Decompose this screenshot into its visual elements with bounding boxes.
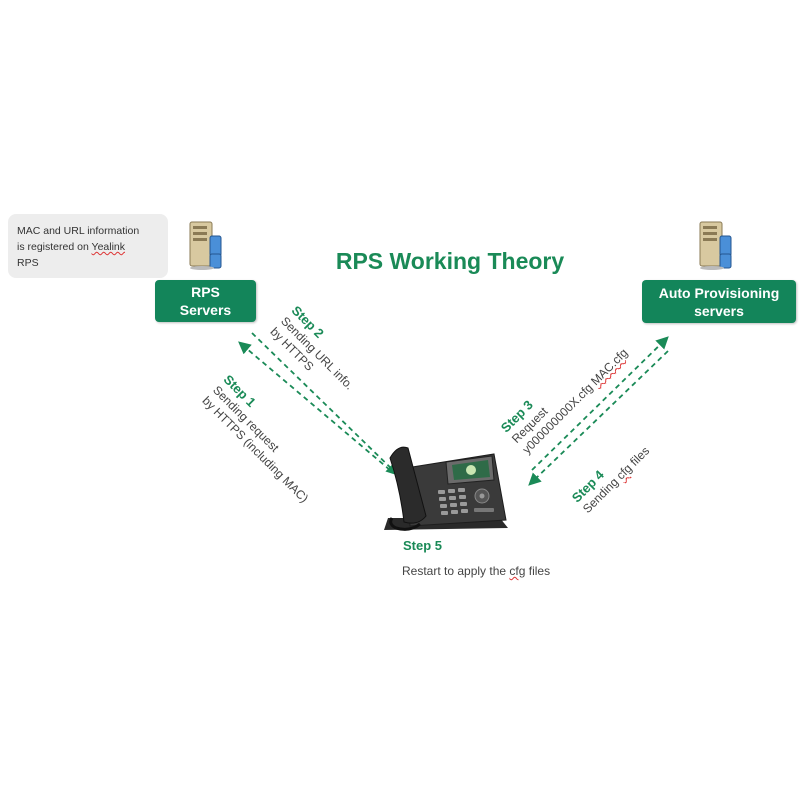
server-icon — [699, 221, 732, 270]
note-line-1: MAC and URL information — [17, 225, 140, 237]
ip-phone-icon — [384, 446, 508, 531]
arrow-step-3 — [531, 336, 669, 471]
arrow-step-2 — [251, 332, 399, 476]
arrow-step-4 — [528, 350, 669, 486]
registration-note: MAC and URL information is registered on… — [8, 214, 168, 278]
diagram-title: RPS Working Theory — [335, 248, 565, 274]
note-link: Yealink — [91, 241, 126, 253]
server-icon — [189, 221, 222, 270]
step-5-description: Restart to apply the cfg files — [402, 564, 551, 578]
step-5-title: Step 5 — [403, 538, 443, 553]
note-line-2: is registered on Yealink — [17, 241, 126, 253]
note-line-3: RPS — [17, 257, 39, 269]
arrow-step-1 — [238, 341, 391, 471]
